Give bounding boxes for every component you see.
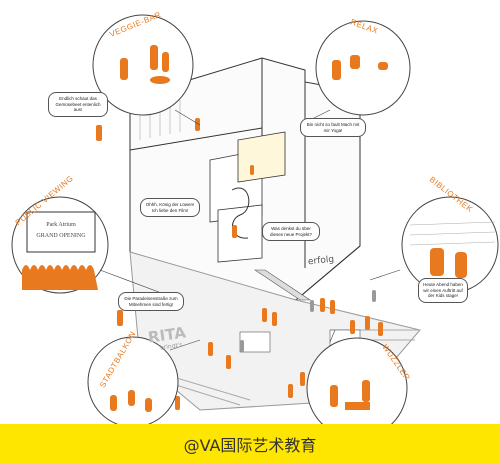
speech-bubble-project: Was denkst du über dieses neue Projekt? [262,222,320,241]
speech-bubble-veggie: Endlich schaut das Gemüsebeet entenlich … [48,92,108,117]
speech-bubble-yoga: Bin nicht so fault Mach mit mir Yoga! [300,118,366,137]
building-illustration [11,14,499,424]
speech-bubble-lion-king: Ohhh, König der Löwen! Ich liebe den Fil… [140,198,200,217]
speech-bubble-tomato: Die Paradeisenstraße zum Mitnehmen sind … [118,292,184,311]
screen-title: Park Atrium [46,222,76,228]
speech-bubble-kids-stage: Heute Abend haben wir einen Auftritt auf… [418,278,468,303]
footer-text: @VA国际艺术教育 [183,436,317,455]
screen-subtitle: GRAND OPENING [36,233,86,239]
footer-bar: @VA国际艺术教育 [0,424,500,464]
